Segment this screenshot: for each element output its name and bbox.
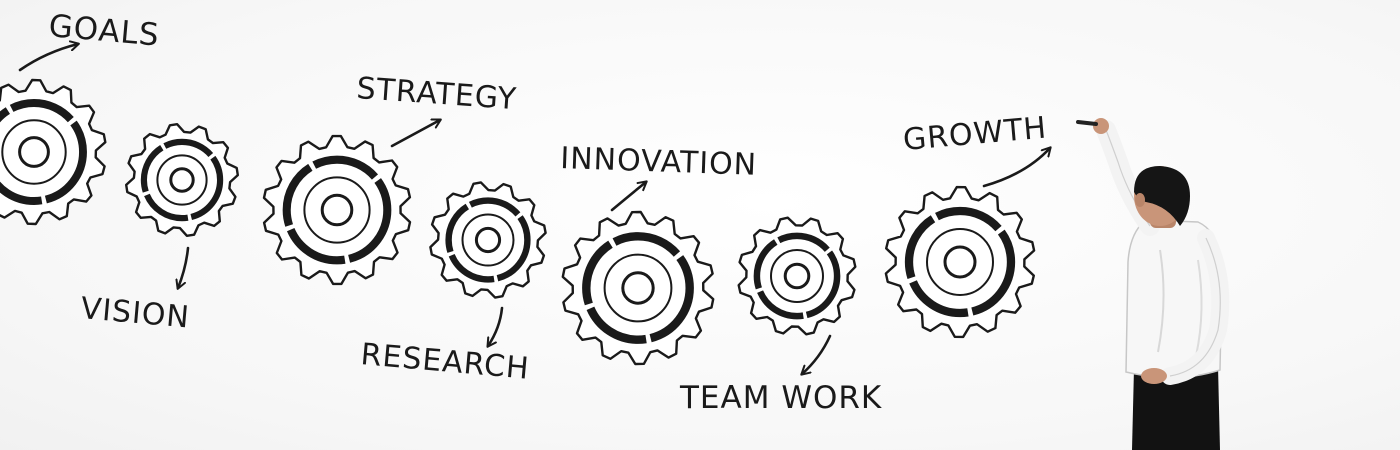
gear-hub: [169, 167, 195, 193]
person-drawing: [1076, 118, 1230, 450]
arrow-icon: [802, 334, 832, 374]
gear-inner-ring: [156, 154, 208, 206]
arrow-icon: [390, 120, 440, 148]
gear-ring: [140, 138, 224, 222]
marker-icon: [1076, 120, 1098, 126]
gear-ring: [753, 232, 841, 320]
gear-icon: [262, 134, 412, 286]
label-strategy: STRATEGY: [355, 71, 518, 117]
gear-ring: [904, 206, 1016, 318]
label-growth: GROWTH: [902, 111, 1049, 158]
gear-hub: [474, 226, 502, 254]
gear-inner-ring: [461, 213, 515, 267]
gear-hub: [621, 271, 655, 305]
gear-icon: [884, 185, 1036, 339]
person-hand: [1093, 118, 1109, 134]
gear-icon: [737, 216, 857, 336]
arrow-icon: [488, 306, 504, 346]
arrow-icon: [982, 148, 1050, 188]
label-vision: VISION: [79, 291, 191, 335]
gear-hub: [320, 193, 354, 227]
gear-chain: [0, 78, 1036, 366]
gear-icon: [561, 210, 715, 366]
label-innovation: INNOVATION: [560, 141, 758, 183]
gear-hub: [18, 136, 50, 168]
arrow-icon: [178, 246, 190, 288]
gear-inner-ring: [1, 119, 67, 185]
gear-ring: [582, 232, 694, 344]
gear-inner-ring: [926, 228, 994, 296]
label-team-work: TEAM WORK: [679, 380, 882, 416]
gear-inner-ring: [303, 176, 371, 244]
gear-ring: [0, 99, 87, 205]
gear-icon: [429, 181, 547, 299]
gear-icon: [125, 123, 239, 237]
gear-inner-ring: [603, 253, 673, 323]
gear-ring: [445, 197, 531, 283]
arrow-icon: [18, 44, 78, 72]
label-research: RESEARCH: [359, 337, 531, 387]
gear-inner-ring: [770, 249, 824, 303]
gear-hub: [943, 245, 977, 279]
gear-teeth: [0, 78, 107, 226]
gear-ring: [282, 155, 392, 265]
arrow-icon: [610, 182, 646, 212]
person-trousers: [1132, 366, 1220, 450]
person-hair: [1134, 166, 1190, 226]
gear-icon: [0, 78, 107, 226]
gear-hub: [783, 262, 811, 290]
